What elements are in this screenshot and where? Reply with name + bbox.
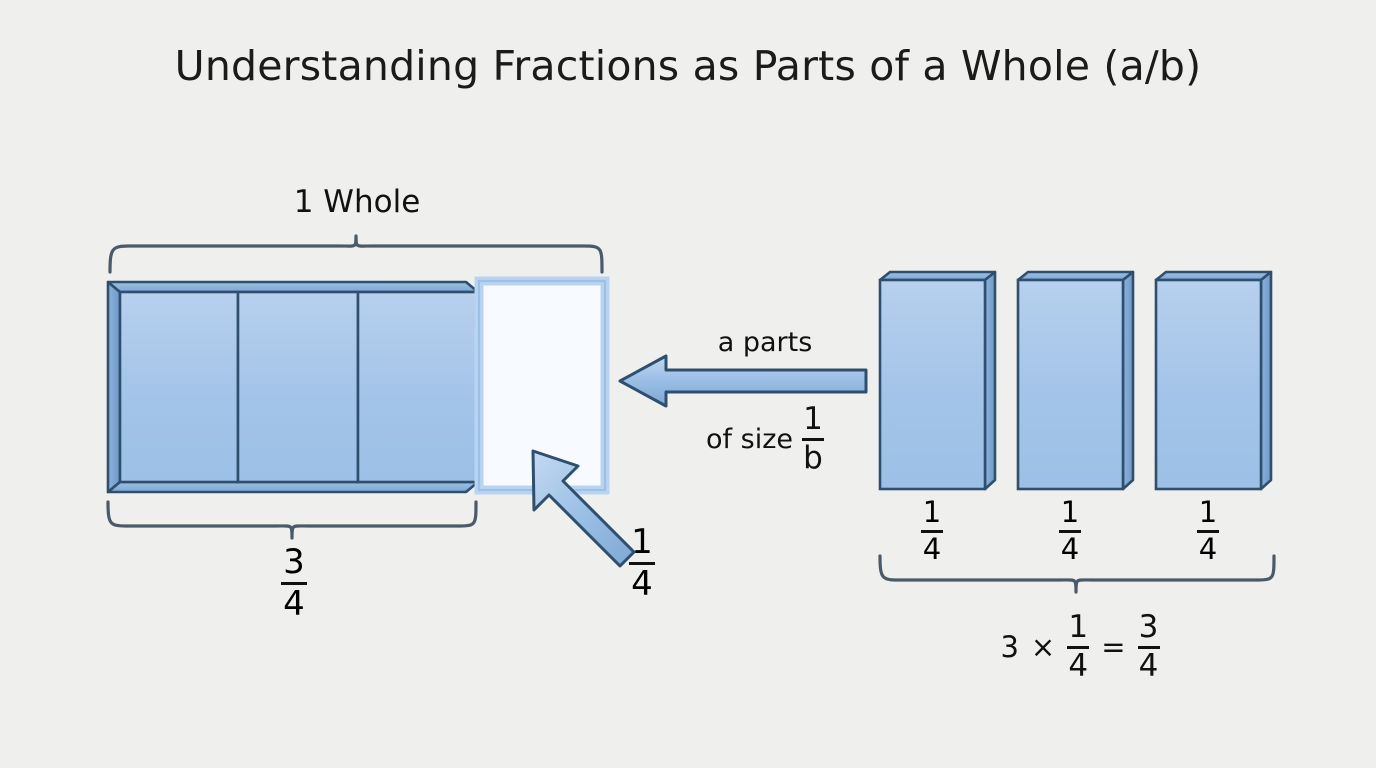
bar-segment-filled-3 <box>356 290 480 484</box>
fraction-bar <box>1067 646 1090 649</box>
fraction-denominator: 4 <box>1138 648 1159 684</box>
whole-bar-3d-base <box>106 280 480 494</box>
fraction-denominator: 4 <box>631 564 653 604</box>
fraction-numerator: 1 <box>1060 495 1080 529</box>
page-title: Understanding Fractions as Parts of a Wh… <box>174 42 1202 90</box>
of-size-text: of size <box>706 423 793 455</box>
fraction-denominator: 4 <box>922 532 942 566</box>
unit-piece-label-2: 1 4 <box>1012 498 1128 564</box>
fraction-one-over-b: 1 b <box>801 401 824 476</box>
brace-one-whole <box>108 234 604 274</box>
three-quarters-label: 3 4 <box>190 545 398 621</box>
brace-three-quarters <box>106 500 478 540</box>
fraction-numerator: 1 <box>803 401 823 437</box>
fraction-bar <box>801 438 824 441</box>
brace-unit-pieces <box>878 554 1276 594</box>
equation-three-times-one-fourth: 3 × 1 4 = 3 4 <box>900 612 1260 682</box>
fraction-bar <box>629 562 655 565</box>
fraction-denominator: 4 <box>1060 532 1080 566</box>
fraction-numerator: 3 <box>1138 609 1159 645</box>
fraction-bar <box>1197 530 1219 533</box>
bar-segment-filled-2 <box>236 290 360 484</box>
equals-sign: = <box>1101 630 1126 664</box>
fraction-denominator: b <box>803 440 823 476</box>
unit-piece-2 <box>1016 270 1135 491</box>
fraction-numerator: 1 <box>922 495 942 529</box>
unit-piece-label-3: 1 4 <box>1150 498 1266 564</box>
fraction-bar <box>921 530 943 533</box>
whole-bar-filled-segments <box>118 290 480 484</box>
unit-piece-3 <box>1154 270 1273 491</box>
of-size-annotation: of size 1 b <box>620 404 910 474</box>
unit-piece-1 <box>878 270 997 491</box>
fraction-one-fourth: 1 4 <box>1059 498 1081 564</box>
fraction-three-fourths: 3 4 <box>1137 609 1160 684</box>
fraction-numerator: 3 <box>283 542 305 582</box>
whole-bar-label: 1 Whole <box>293 184 421 220</box>
fraction-three-fourths: 3 4 <box>281 545 307 621</box>
arrow-a-parts <box>618 354 868 408</box>
one-fourth-empty-label: 1 4 <box>600 525 684 601</box>
fraction-numerator: 1 <box>1198 495 1218 529</box>
fraction-one-fourth: 1 4 <box>921 498 943 564</box>
fraction-one-fourth: 1 4 <box>629 525 655 601</box>
a-parts-label: a parts <box>717 327 813 358</box>
fraction-numerator: 1 <box>1068 609 1089 645</box>
fraction-one-fourth: 1 4 <box>1197 498 1219 564</box>
fraction-one-fourth: 1 4 <box>1067 609 1090 684</box>
fraction-denominator: 4 <box>1198 532 1218 566</box>
fraction-bar <box>1059 530 1081 533</box>
arrow-to-empty-part <box>531 449 636 568</box>
fraction-bar <box>1137 646 1160 649</box>
fraction-bar <box>281 582 307 585</box>
fraction-denominator: 4 <box>283 584 305 624</box>
equation-count: 3 <box>1000 630 1019 664</box>
fraction-numerator: 1 <box>631 522 653 562</box>
unit-piece-label-1: 1 4 <box>874 498 990 564</box>
multiply-sign: × <box>1030 630 1056 664</box>
bar-segment-filled-1 <box>118 290 240 484</box>
fraction-denominator: 4 <box>1068 648 1089 684</box>
